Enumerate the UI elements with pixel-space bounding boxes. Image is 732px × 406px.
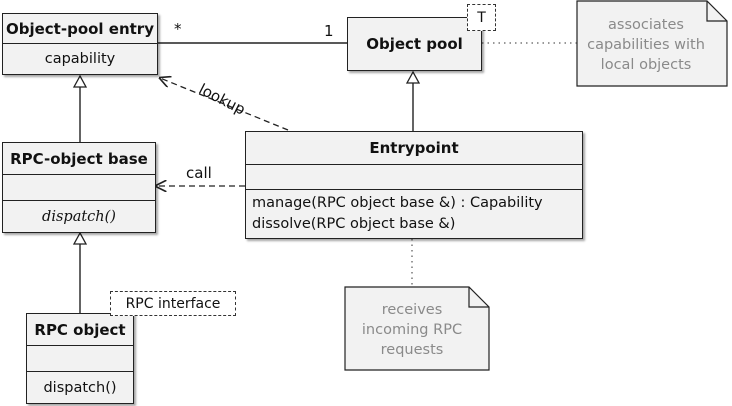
- pool-note-fold: [706, 1, 727, 22]
- class-entrypoint[interactable]: Entrypoint manage(RPC object base &) : C…: [245, 131, 583, 239]
- class-name: RPC object: [34, 320, 126, 339]
- attribute-capability: capability: [3, 43, 157, 74]
- method-dissolve: dissolve(RPC object base &): [252, 216, 456, 232]
- lookup-dependency-line: [160, 78, 289, 131]
- multiplicity-entry: *: [174, 20, 182, 38]
- class-name: Entrypoint: [369, 139, 459, 157]
- rpc-interface-stereotype: RPC interface: [110, 291, 236, 316]
- generalization-arrowhead: [405, 70, 421, 84]
- class-rpc-object[interactable]: RPC object dispatch(): [26, 313, 134, 404]
- entrypoint-note-text: receives incoming RPC requests: [361, 302, 463, 358]
- class-object-pool-entry[interactable]: Object-pool entry capability: [2, 13, 158, 75]
- class-object-pool[interactable]: Object pool: [347, 17, 482, 71]
- abstract-method-dispatch: dispatch(): [3, 200, 155, 232]
- entrypoint-note-fold: [468, 287, 489, 308]
- pool-note-text: associates capabilities with local objec…: [587, 17, 705, 73]
- generalization-arrowhead: [72, 231, 88, 245]
- class-rpc-object-base[interactable]: RPC-object base dispatch(): [2, 142, 156, 233]
- attribute-compartment: [246, 164, 582, 189]
- call-label: call: [186, 164, 212, 182]
- class-name: Object pool: [366, 35, 463, 53]
- method-compartment: manage(RPC object base &) : Capability d…: [246, 189, 582, 238]
- generalization-arrowhead: [72, 74, 88, 88]
- pool-note-shape: [576, 0, 728, 87]
- class-name: Object-pool entry: [5, 19, 154, 38]
- multiplicity-pool: 1: [324, 22, 334, 40]
- method-dispatch: dispatch(): [27, 371, 133, 403]
- class-name: RPC-object base: [10, 149, 148, 168]
- template-parameter-badge: T: [467, 4, 496, 31]
- entrypoint-note-shape: [344, 286, 490, 371]
- attribute-compartment: [27, 345, 133, 371]
- method-manage: manage(RPC object base &) : Capability: [252, 195, 543, 211]
- attribute-compartment: [3, 174, 155, 200]
